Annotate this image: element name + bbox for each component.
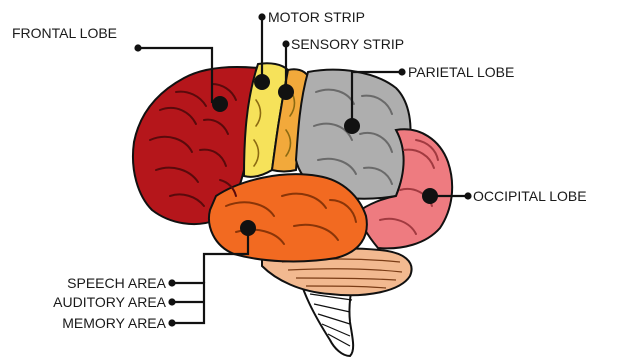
parietal-lobe-text-dot <box>398 68 405 75</box>
occipital-lobe-text-dot <box>464 192 471 199</box>
frontal-lobe-label: FRONTAL LOBE <box>12 25 117 41</box>
memory-area-dot <box>168 319 175 326</box>
speech-area-label: SPEECH AREA <box>67 275 166 291</box>
speech-area-dot <box>168 279 175 286</box>
frontal-lobe-region-dot <box>212 96 228 112</box>
sensory-strip-text-dot <box>282 40 289 47</box>
occipital-lobe-label: OCCIPITAL LOBE <box>473 188 587 204</box>
motor-strip-label: MOTOR STRIP <box>268 9 365 25</box>
temporal-region-dot <box>240 220 256 236</box>
sensory-strip-region-dot <box>278 84 294 100</box>
auditory-area-dot <box>168 298 175 305</box>
parietal-lobe-label: PARIETAL LOBE <box>408 64 514 80</box>
auditory-area-label: AUDITORY AREA <box>53 294 166 310</box>
motor-strip-text-dot <box>258 13 265 20</box>
occipital-lobe-region-dot <box>422 188 438 204</box>
parietal-lobe-region-dot <box>344 118 360 134</box>
memory-area-label: MEMORY AREA <box>62 315 166 331</box>
sensory-strip-label: SENSORY STRIP <box>291 36 404 52</box>
motor-strip-region-dot <box>254 74 270 90</box>
frontal-lobe-text-dot <box>134 44 141 51</box>
